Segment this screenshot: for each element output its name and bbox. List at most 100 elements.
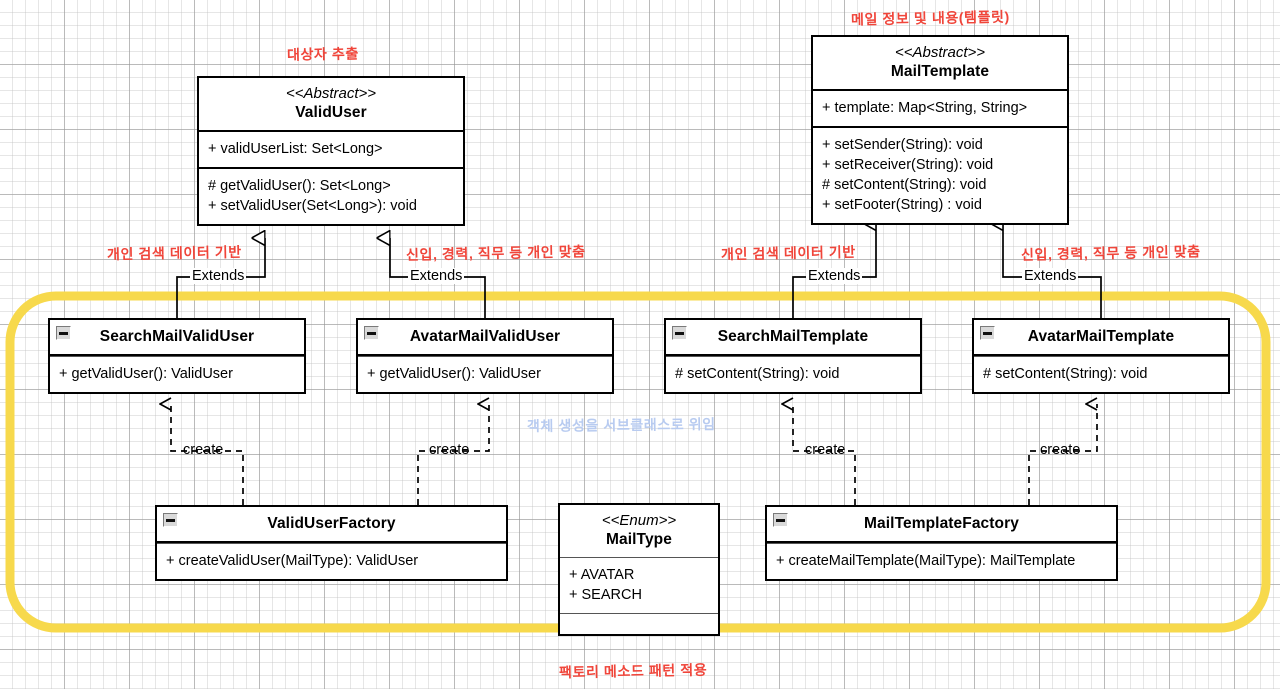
edge-label-extends: Extends (1022, 268, 1079, 284)
class-header: <<Abstract>> MailTemplate (813, 37, 1067, 89)
class-methods: + getValidUser(): ValidUser (50, 357, 304, 392)
edge-label-extends: Extends (806, 268, 863, 284)
class-name: ValidUser (295, 104, 367, 121)
annotation-search-valid-user: 개인 검색 데이터 기반 (106, 243, 242, 263)
divider (974, 354, 1228, 356)
class-box-avatar-mail-template[interactable]: AvatarMailTemplate # setContent(String):… (972, 318, 1230, 394)
class-name: MailTemplate (890, 63, 990, 80)
divider (974, 356, 1228, 357)
annotation-mail-template: 메일 정보 및 내용(템플릿) (850, 8, 1010, 28)
divider (813, 89, 1067, 91)
class-name: MailTemplateFactory (864, 515, 1019, 532)
class-name: AvatarMailTemplate (1027, 328, 1175, 345)
annotation-valid-user: 대상자 추출 (286, 45, 360, 63)
method-row: + setSender(String): void (822, 137, 983, 153)
class-box-search-mail-template[interactable]: SearchMailTemplate # setContent(String):… (664, 318, 922, 394)
annotation-bottom-caption: 팩토리 메소드 패턴 적용 (558, 661, 708, 681)
class-methods: + createValidUser(MailType): ValidUser (157, 544, 506, 579)
enum-empty-section (560, 614, 718, 634)
method-row: + createMailTemplate(MailType): MailTemp… (776, 553, 1076, 569)
class-box-valid-user-factory[interactable]: ValidUserFactory + createValidUser(MailT… (155, 505, 508, 581)
divider (666, 356, 920, 357)
divider (560, 557, 718, 558)
class-stereotype: <<Enum>> (601, 512, 677, 529)
method-row: + getValidUser(): ValidUser (59, 366, 233, 382)
divider (50, 354, 304, 356)
edge-label-create: create (183, 442, 224, 458)
edge-label-extends: Extends (190, 268, 247, 284)
class-box-mail-template[interactable]: <<Abstract>> MailTemplate + template: Ma… (811, 35, 1069, 225)
create-avatar-valid-user (417, 404, 490, 505)
enum-constant-row: + SEARCH (569, 587, 642, 603)
collapse-minus-icon[interactable] (163, 513, 178, 527)
class-box-mail-template-factory[interactable]: MailTemplateFactory + createMailTemplate… (765, 505, 1118, 581)
annotation-delegate: 객체 생성을 서브클래스로 위임 (526, 416, 716, 434)
method-row: # getValidUser(): Set<Long> (208, 178, 391, 194)
method-row: + getValidUser(): ValidUser (367, 366, 541, 382)
divider (157, 541, 506, 543)
class-name: MailType (606, 531, 672, 548)
edge-label-extends: Extends (408, 268, 465, 284)
divider (666, 354, 920, 356)
divider (199, 130, 463, 132)
class-name: AvatarMailValidUser (409, 328, 561, 345)
divider (813, 126, 1067, 128)
class-name: ValidUserFactory (267, 515, 396, 532)
class-header: SearchMailValidUser (50, 320, 304, 354)
class-name: SearchMailValidUser (99, 328, 255, 345)
class-header: AvatarMailValidUser (358, 320, 612, 354)
class-methods: + getValidUser(): ValidUser (358, 357, 612, 392)
class-attributes: + validUserList: Set<Long> (199, 132, 463, 167)
edge-label-create: create (805, 442, 846, 458)
divider (50, 356, 304, 357)
class-name: SearchMailTemplate (717, 328, 869, 345)
class-header: MailTemplateFactory (767, 507, 1116, 541)
edge-label-create: create (429, 442, 470, 458)
method-row: # setContent(String): void (675, 366, 840, 382)
divider (358, 354, 612, 356)
method-row: + setReceiver(String): void (822, 157, 994, 173)
collapse-minus-icon[interactable] (773, 513, 788, 527)
divider (199, 167, 463, 169)
class-stereotype: <<Abstract>> (285, 85, 377, 102)
class-methods: # getValidUser(): Set<Long> + setValidUs… (199, 169, 463, 224)
annotation-avatar-valid-user: 신입, 경력, 직무 등 개인 맞춤 (405, 243, 586, 263)
class-box-mail-type[interactable]: <<Enum>> MailType + AVATAR + SEARCH (558, 503, 720, 636)
class-box-search-mail-valid-user[interactable]: SearchMailValidUser + getValidUser(): Va… (48, 318, 306, 394)
divider (767, 543, 1116, 544)
annotation-avatar-template: 신입, 경력, 직무 등 개인 맞춤 (1020, 243, 1201, 263)
collapse-minus-icon[interactable] (672, 326, 687, 340)
method-row: # setContent(String): void (822, 177, 987, 193)
class-attributes: + template: Map<String, String> (813, 91, 1067, 126)
class-header: <<Enum>> MailType (560, 505, 718, 557)
method-row: + createValidUser(MailType): ValidUser (166, 553, 419, 569)
class-header: SearchMailTemplate (666, 320, 920, 354)
divider (358, 356, 612, 357)
class-header: ValidUserFactory (157, 507, 506, 541)
divider (157, 543, 506, 544)
class-stereotype: <<Abstract>> (894, 44, 986, 61)
class-methods: + setSender(String): void + setReceiver(… (813, 128, 1067, 223)
enum-constants: + AVATAR + SEARCH (560, 558, 718, 613)
class-header: AvatarMailTemplate (974, 320, 1228, 354)
collapse-minus-icon[interactable] (364, 326, 379, 340)
method-row: + setValidUser(Set<Long>): void (208, 198, 417, 214)
create-search-template (793, 404, 856, 505)
attribute-row: + validUserList: Set<Long> (208, 141, 383, 157)
class-header: <<Abstract>> ValidUser (199, 78, 463, 130)
attribute-row: + template: Map<String, String> (822, 100, 1028, 116)
class-methods: # setContent(String): void (666, 357, 920, 392)
annotation-search-template: 개인 검색 데이터 기반 (720, 243, 856, 263)
collapse-minus-icon[interactable] (980, 326, 995, 340)
create-avatar-template (1028, 404, 1098, 505)
collapse-minus-icon[interactable] (56, 326, 71, 340)
class-methods: # setContent(String): void (974, 357, 1228, 392)
class-box-valid-user[interactable]: <<Abstract>> ValidUser + validUserList: … (197, 76, 465, 226)
class-methods: + createMailTemplate(MailType): MailTemp… (767, 544, 1116, 579)
edge-label-create: create (1040, 442, 1081, 458)
divider (767, 541, 1116, 543)
enum-constant-row: + AVATAR (569, 567, 635, 583)
divider (560, 613, 718, 614)
class-box-avatar-mail-valid-user[interactable]: AvatarMailValidUser + getValidUser(): Va… (356, 318, 614, 394)
